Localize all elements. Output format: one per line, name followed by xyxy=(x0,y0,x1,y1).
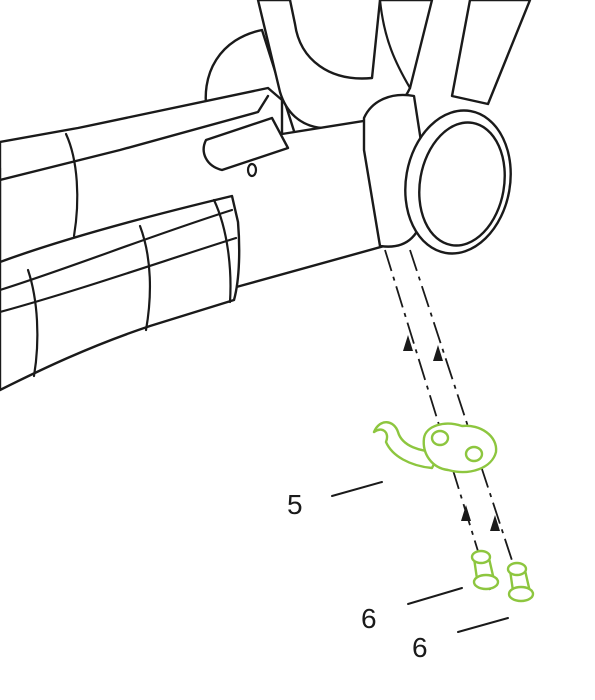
frame-tube-edge xyxy=(378,0,412,90)
frame-curved-tube-seam-3 xyxy=(212,198,232,304)
frame-curved-tube-line-2 xyxy=(0,236,238,314)
guide-line-right xyxy=(409,249,526,601)
arrow-up-left xyxy=(403,335,413,351)
frame-curved-tube-line-1 xyxy=(0,208,234,292)
arrow-up-lower-left xyxy=(461,505,471,521)
hook-bracket xyxy=(372,421,498,474)
leader-line-6-right xyxy=(457,617,509,633)
screw-left xyxy=(470,549,500,591)
screw-right xyxy=(506,561,535,603)
frame-curved-tube xyxy=(0,194,241,392)
frame-upper-tube-right xyxy=(450,0,532,106)
frame-top-rail xyxy=(0,94,270,182)
frame-pin-hole xyxy=(246,162,258,178)
callout-label-6-left: 6 xyxy=(361,603,377,634)
arrow-up-lower-right xyxy=(490,515,500,531)
leader-line-6-left xyxy=(407,587,463,605)
frame-pin xyxy=(202,116,290,172)
guide-line-left xyxy=(384,249,491,591)
callout-label-6-right: 6 xyxy=(412,632,428,663)
callout-label-5: 5 xyxy=(287,489,303,520)
frame-curved-tube-seam-1 xyxy=(138,224,151,332)
leader-line-5 xyxy=(331,481,383,497)
tube-end-inner xyxy=(418,121,506,247)
arrow-up-right xyxy=(433,345,443,361)
frame-curved-tube-seam-2 xyxy=(26,268,39,378)
frame-seam-1 xyxy=(64,132,79,238)
